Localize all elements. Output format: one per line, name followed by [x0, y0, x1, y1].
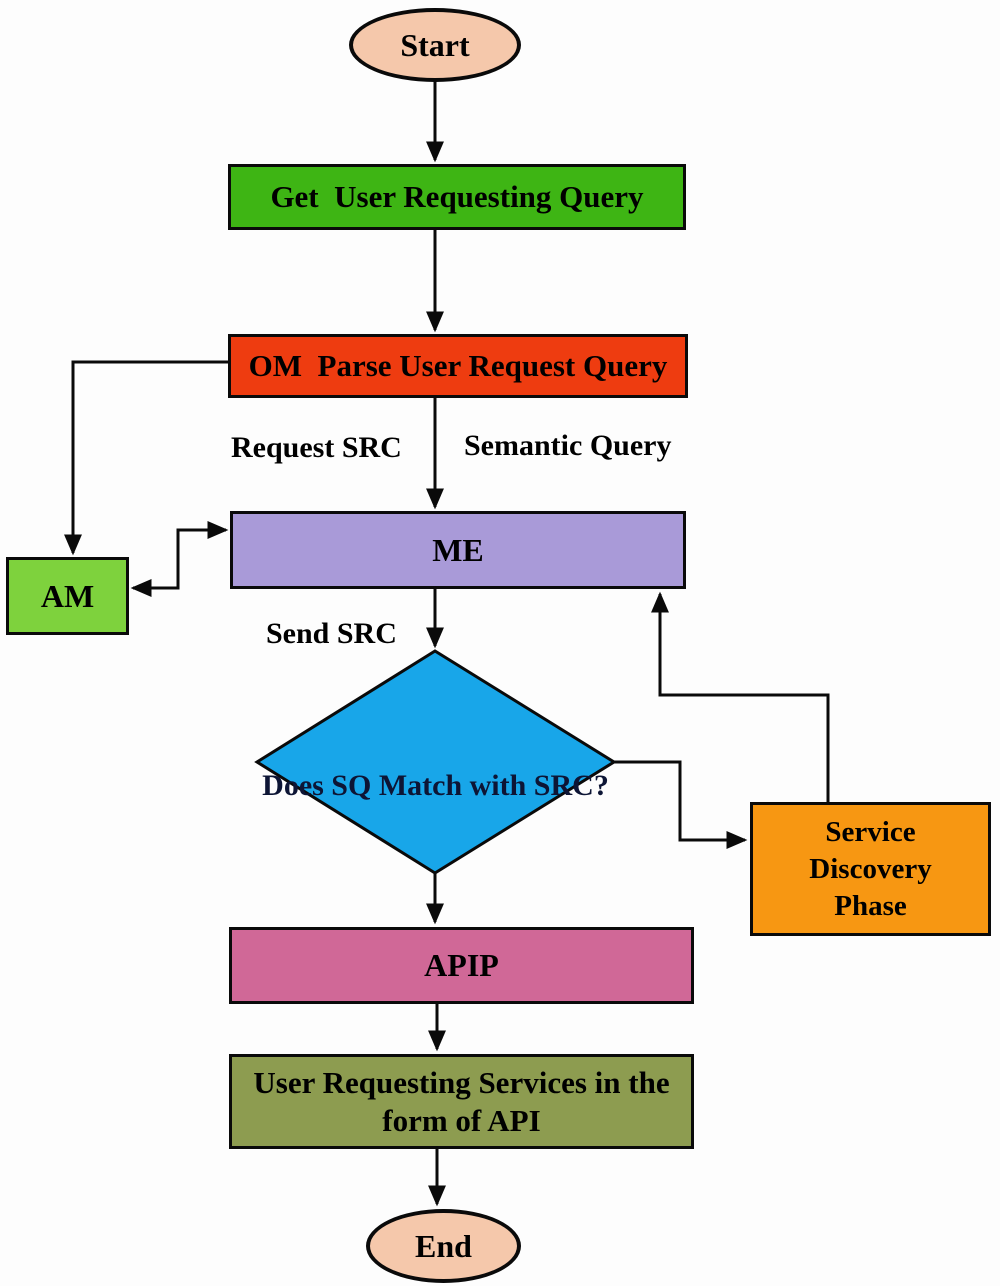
edge-om-to-am [64, 360, 228, 556]
node-decision: Does SQ Match with SRC? [257, 651, 614, 873]
edge-label-request-src: Request SRC [231, 431, 402, 464]
node-am: AM [6, 557, 129, 635]
node-apip: APIP [229, 927, 694, 1004]
node-get-user-requesting-query-label: Get User Requesting Query [270, 179, 644, 214]
node-am-label: AM [40, 577, 95, 614]
edge-me-to-am [130, 530, 180, 597]
node-user-requesting-services: User Requesting Services in the form of … [229, 1054, 694, 1149]
edge-decision-to-sdp [613, 760, 748, 849]
node-decision-diamond [254, 649, 617, 875]
node-end-label: End [415, 1227, 472, 1264]
node-start: Start [349, 8, 521, 82]
node-om-parse-user-request-query-label: OM Parse User Request Query [248, 348, 668, 383]
node-service-discovery-phase: Service Discovery Phase [750, 802, 991, 936]
edge-sdp-to-me [651, 591, 830, 802]
node-apip-label: APIP [424, 947, 499, 983]
node-user-requesting-services-label: User Requesting Services in the form of … [253, 1064, 670, 1138]
node-om-parse-user-request-query: OM Parse User Request Query [228, 334, 688, 398]
node-me-label: ME [432, 531, 484, 568]
edge-label-send-src: Send SRC [266, 617, 397, 650]
node-start-label: Start [400, 26, 470, 63]
node-end: End [366, 1209, 521, 1283]
node-me: ME [230, 511, 686, 589]
node-decision-label: Does SQ Match with SRC? [262, 769, 609, 802]
edge-am-to-me [176, 521, 229, 588]
edge-label-semantic-query: Semantic Query [464, 429, 672, 462]
node-service-discovery-phase-label: Service Discovery Phase [809, 815, 932, 922]
node-get-user-requesting-query: Get User Requesting Query [228, 164, 686, 230]
